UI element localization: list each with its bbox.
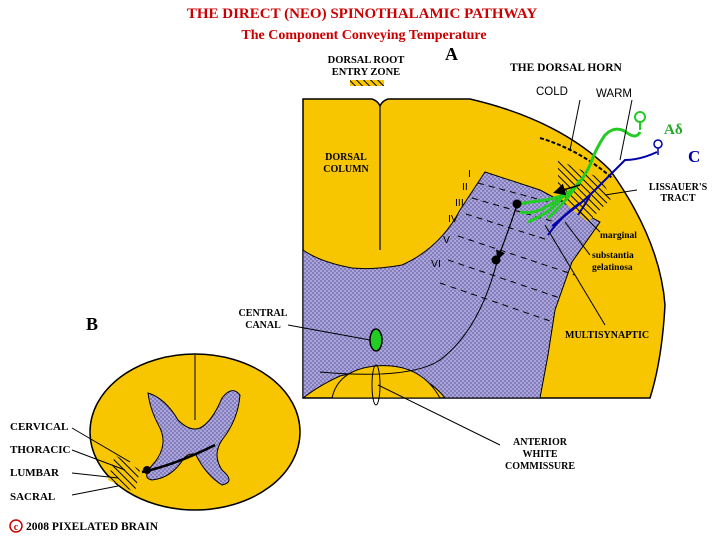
c-fiber-label: C xyxy=(688,147,700,166)
sg-label-1: substantia xyxy=(592,251,634,261)
lissauer-label-2: TRACT xyxy=(660,193,695,204)
central-canal-label-2: CANAL xyxy=(245,320,281,331)
main-title: THE DIRECT (NEO) SPINOTHALAMIC PATHWAY xyxy=(187,6,537,22)
projection-fiber xyxy=(496,204,518,261)
dorsal-root-entry-zone xyxy=(350,80,384,86)
awc-label-2: WHITE xyxy=(522,449,557,460)
dorsal-root-label-2: ENTRY ZONE xyxy=(332,67,400,78)
lamina-lines xyxy=(439,182,576,323)
warm-receptor xyxy=(653,139,663,149)
dorsal-root-label-1: DORSAL ROOT xyxy=(328,55,405,66)
panel-b-hatch xyxy=(108,455,140,492)
copyright-icon xyxy=(9,519,23,533)
lamina-iii-label: III xyxy=(455,197,464,209)
cold-receptor xyxy=(634,111,646,123)
neuron-lamina-v xyxy=(491,255,501,265)
panel-b-gray-matter xyxy=(146,390,241,486)
lissauer-tract xyxy=(558,160,612,222)
lamina-ii-label: II xyxy=(462,181,468,193)
dorsal-horn-label: THE DORSAL HORN xyxy=(510,62,623,74)
sg-label-2: gelatinosa xyxy=(592,263,633,273)
copyright: c 2008 PIXELATED BRAIN xyxy=(9,519,159,533)
level-cervical: CERVICAL xyxy=(10,421,68,433)
lamina-i-label: I xyxy=(468,168,471,180)
panel-b: B CERVICAL THORACIC LUMBAR SACRAL xyxy=(10,314,301,511)
dorsal-column-label-2: COLUMN xyxy=(323,164,369,175)
panel-b-letter: B xyxy=(86,314,98,334)
cold-label: COLD xyxy=(536,86,568,98)
copyright-symbol: c xyxy=(14,522,19,533)
level-thoracic: THORACIC xyxy=(10,444,71,456)
leader-lines xyxy=(287,99,638,446)
lamina-vi-label: VI xyxy=(431,258,441,270)
panel-b-leaders xyxy=(71,427,131,496)
central-canal xyxy=(369,328,383,352)
commissure-marker xyxy=(371,364,381,406)
ventral-white-area xyxy=(331,365,441,399)
warm-label: WARM xyxy=(596,88,632,100)
central-canal-label-1: CENTRAL xyxy=(239,308,288,319)
lissauer-label-1: LISSAUER'S xyxy=(649,182,708,193)
level-lumbar: LUMBAR xyxy=(10,467,60,479)
awc-label-3: COMMISSURE xyxy=(505,461,575,472)
panel-a: A DORSAL ROOT ENTRY ZONE THE DORSAL HORN… xyxy=(239,44,708,472)
sub-title: The Component Conveying Temperature xyxy=(241,28,486,43)
panel-b-neuron xyxy=(143,466,151,474)
root-entry-line xyxy=(539,137,613,179)
copyright-text: 2008 PIXELATED BRAIN xyxy=(26,521,159,533)
awc-label-1: ANTERIOR xyxy=(513,437,568,448)
panel-a-letter: A xyxy=(445,44,458,64)
lamina-iv-label: IV xyxy=(448,213,458,225)
level-sacral: SACRAL xyxy=(10,491,55,503)
warm-fiber-c xyxy=(547,151,658,236)
neuron-lamina-i xyxy=(512,199,522,209)
lamina-v-label: V xyxy=(443,234,450,246)
incoming-arrow xyxy=(553,183,581,196)
a-delta-label: Aδ xyxy=(664,122,683,138)
dorsal-column-label-1: DORSAL xyxy=(325,152,367,163)
marginal-label: marginal xyxy=(600,231,637,241)
multisynaptic-label: MULTISYNAPTIC xyxy=(565,330,649,341)
